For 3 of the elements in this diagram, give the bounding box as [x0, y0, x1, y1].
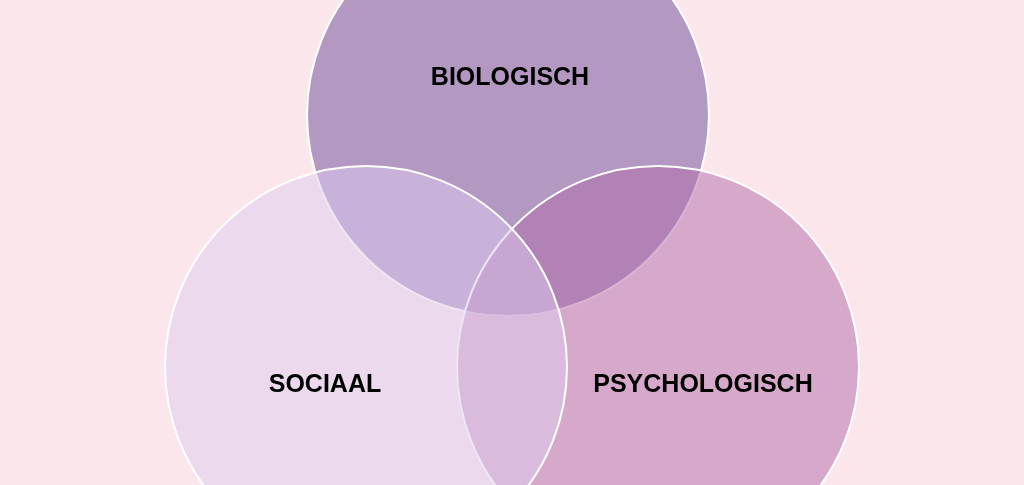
circle-label: BIOLOGISCH	[430, 63, 590, 91]
circle-label: PSYCHOLOGISCH	[593, 370, 813, 398]
circle-label: SOCIAAL	[268, 370, 382, 398]
